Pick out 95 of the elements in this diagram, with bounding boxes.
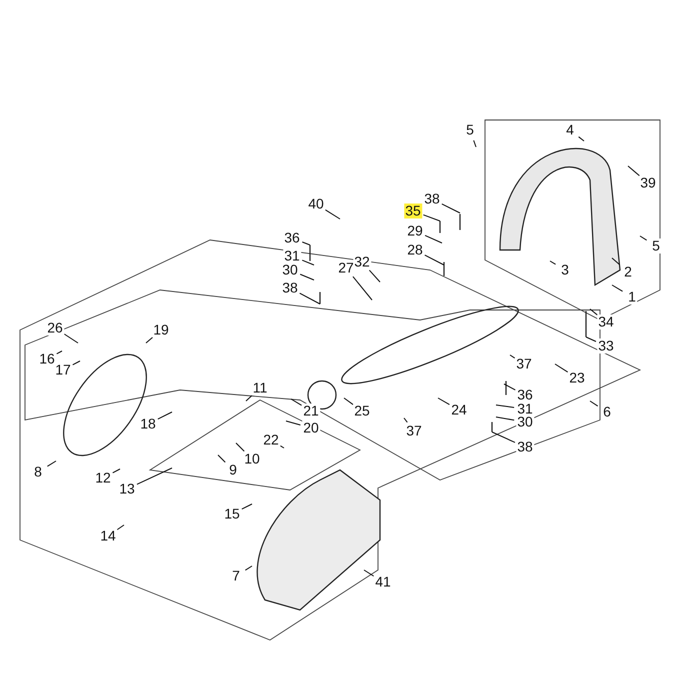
callout-number: 32 xyxy=(353,254,371,270)
callout-number: 37 xyxy=(405,424,423,438)
leader-line xyxy=(352,276,372,300)
leader-line xyxy=(246,394,252,402)
callout-number: 1 xyxy=(627,290,637,304)
leader-line xyxy=(422,214,440,222)
callout-number: 7 xyxy=(231,568,241,584)
leader-line xyxy=(612,284,624,292)
callout-number: 36 xyxy=(516,388,534,402)
leader-line xyxy=(640,236,648,241)
leader-line xyxy=(46,460,56,467)
callout-number: 23 xyxy=(568,370,586,386)
callout-number: 16 xyxy=(38,352,56,366)
leader-line xyxy=(302,260,314,266)
leader-line xyxy=(438,398,450,406)
callout-number: 15 xyxy=(223,506,241,522)
leader-line xyxy=(286,420,301,426)
leader-line xyxy=(364,570,374,577)
leader-line xyxy=(112,468,120,474)
callout-number: 11 xyxy=(252,380,268,396)
callout-number: 5 xyxy=(651,238,661,254)
leader-line xyxy=(496,404,515,408)
callout-number: 30 xyxy=(516,414,534,430)
leader-line xyxy=(586,336,596,342)
leader-line xyxy=(157,412,172,420)
leader-line xyxy=(424,234,442,244)
callout-number: 39 xyxy=(639,176,657,190)
callout-number: 6 xyxy=(602,404,612,420)
callout-number: 17 xyxy=(54,362,72,378)
callout-number: 4 xyxy=(565,122,575,138)
callout-number: 38 xyxy=(281,280,299,296)
callout-number: 14 xyxy=(99,528,117,544)
callout-number: 12 xyxy=(94,470,112,486)
callout-number: 29 xyxy=(406,224,424,238)
leader-line xyxy=(441,203,460,214)
leader-line xyxy=(492,432,516,443)
leader-line xyxy=(300,274,314,280)
callout-number: 10 xyxy=(243,452,261,466)
callout-number: 3 xyxy=(560,262,570,278)
leader-line xyxy=(236,442,245,452)
leader-line xyxy=(64,334,78,344)
callout-number: 2 xyxy=(623,264,633,280)
callout-number: 13 xyxy=(118,482,136,496)
callout-number: 25 xyxy=(353,404,371,418)
leader-line xyxy=(72,360,80,366)
callout-number: 27 xyxy=(337,260,355,276)
leader-line xyxy=(496,416,515,421)
callout-number: 37 xyxy=(515,356,533,372)
leader-line xyxy=(578,136,584,142)
leader-line xyxy=(244,566,252,571)
leader-line xyxy=(368,270,380,282)
leader-line xyxy=(612,258,620,266)
leader-line xyxy=(344,398,354,406)
callout-number: 8 xyxy=(33,464,43,480)
callout-number: 24 xyxy=(450,402,468,418)
leader-line xyxy=(290,398,302,406)
callout-number: 18 xyxy=(139,416,157,432)
leader-line xyxy=(146,336,154,344)
callout-number: 40 xyxy=(307,196,325,212)
leader-line xyxy=(56,350,62,354)
callout-number: 26 xyxy=(46,320,64,336)
leader-line xyxy=(136,468,172,485)
leader-line xyxy=(554,364,568,373)
leader-line xyxy=(550,260,556,265)
callout-number: 36 xyxy=(283,230,301,246)
callout-number: 5 xyxy=(465,122,475,138)
leader-line xyxy=(424,254,444,266)
leader-line xyxy=(504,384,516,390)
leader-line xyxy=(241,504,252,510)
callout-number: 28 xyxy=(406,242,424,258)
callout-number: 33 xyxy=(597,338,615,354)
leader-line xyxy=(404,418,408,423)
callout-number: 20 xyxy=(302,420,320,436)
callout-number: 21 xyxy=(302,404,320,418)
callout-number: 38 xyxy=(423,192,441,206)
callout-number: 34 xyxy=(597,314,615,330)
leader-line xyxy=(510,354,516,359)
callout-number: 22 xyxy=(262,432,280,448)
leader-line xyxy=(280,445,284,448)
callout-number: 38 xyxy=(516,440,534,454)
leader-line xyxy=(299,292,320,304)
leader-line xyxy=(218,454,226,463)
leader-line xyxy=(628,166,640,176)
leader-line xyxy=(302,241,310,246)
callout-number: 9 xyxy=(228,462,238,478)
leader-line xyxy=(324,209,340,220)
leader-line xyxy=(473,140,476,148)
callout-number: 35 xyxy=(404,204,422,218)
callout-number: 31 xyxy=(283,248,301,264)
callout-number: 30 xyxy=(281,262,299,278)
leader-line xyxy=(590,308,598,316)
leader-line xyxy=(116,524,124,530)
callout-number: 41 xyxy=(374,574,392,590)
leader-line xyxy=(590,400,598,407)
callout-number: 19 xyxy=(152,322,170,338)
